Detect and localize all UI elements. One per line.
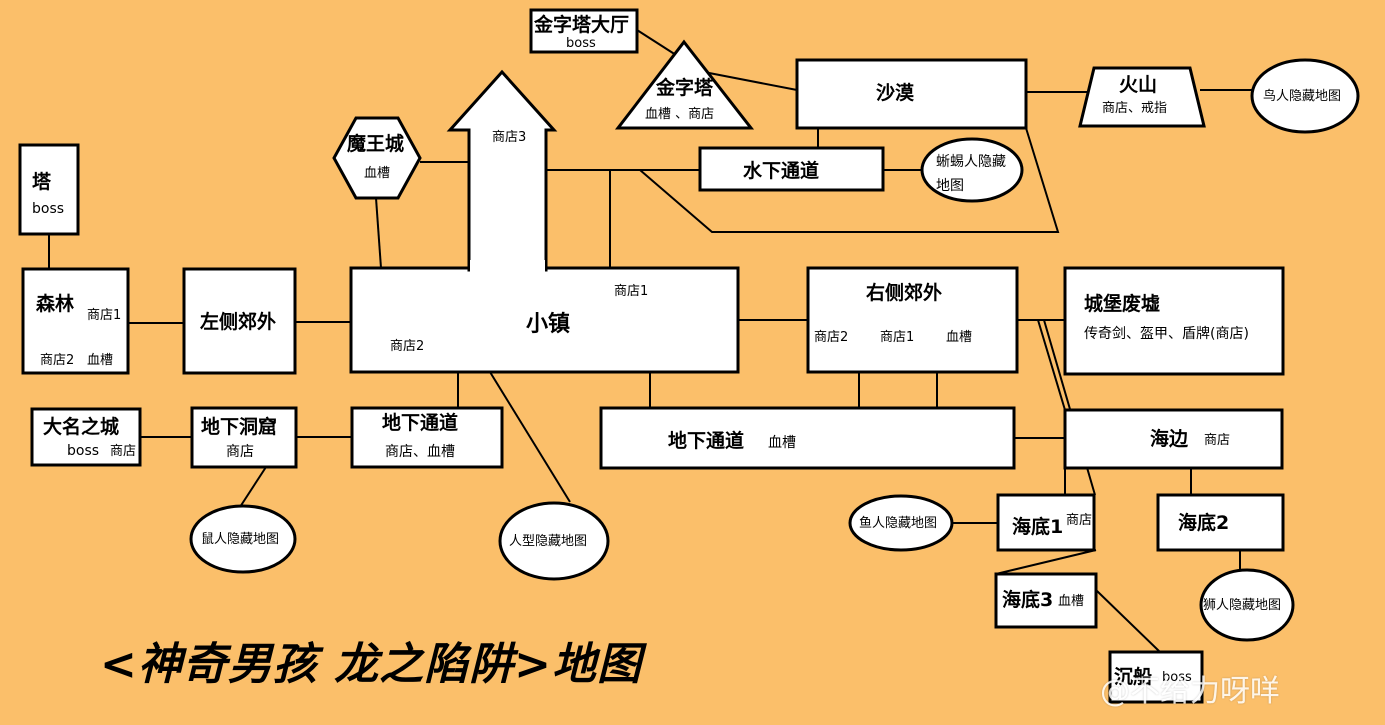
underground-small-sub: 商店、血槽 [385, 444, 455, 460]
pyramid-hall-label: 金字塔大厅 [533, 13, 629, 36]
town-shop1: 商店1 [614, 284, 648, 299]
seafloor1-label: 海底1 [1012, 515, 1063, 538]
forest-label: 森林 [36, 292, 74, 315]
node-castle-ruins: 城堡废墟 传奇剑、盔甲、盾牌(商店) [1063, 266, 1285, 376]
underground-small-label: 地下通道 [382, 411, 458, 434]
seaside-label: 海边 [1150, 427, 1189, 450]
node-human-map: 人型隐藏地图 [498, 501, 610, 581]
lizard-map-label-line1: 蜥蜴人隐藏 [936, 154, 1006, 170]
mouse-map-label: 鼠人隐藏地图 [201, 532, 279, 547]
right-outskirts-potion: 血槽 [946, 330, 972, 345]
castle-ruins-sub: 传奇剑、盔甲、盾牌(商店) [1084, 325, 1249, 342]
edge-town-human-map [489, 371, 571, 503]
edge-seafloor3-shipwreck [1095, 589, 1161, 653]
node-seafloor3: 海底3 血槽 [994, 572, 1098, 629]
castle-ruins-label: 城堡废墟 [1084, 292, 1160, 315]
daimyo-city-label: 大名之城 [43, 415, 119, 438]
human-map-label: 人型隐藏地图 [509, 534, 587, 549]
seafloor3-sub: 血槽 [1058, 594, 1084, 609]
desert-label: 沙漠 [876, 81, 915, 104]
birdman-map-label: 鸟人隐藏地图 [1263, 88, 1341, 104]
node-underwater-passage: 水下通道 [698, 146, 885, 192]
edge-pyramid-desert [703, 71, 798, 91]
forest-shop2: 商店2 [40, 353, 74, 368]
lion-map-label: 狮人隐藏地图 [1203, 598, 1281, 613]
pyramid-hall-sub: boss [566, 36, 596, 51]
left-outskirts-label: 左侧郊外 [200, 310, 276, 333]
node-tower: 塔 boss [18, 143, 80, 236]
node-volcano: 火山 商店、戒指 [1078, 66, 1206, 128]
node-seafloor1: 海底1 商店 [996, 493, 1096, 552]
town-label: 小镇 [526, 312, 570, 337]
edge-cave-mouse-map [239, 466, 267, 508]
node-desert: 沙漠 [795, 58, 1028, 130]
pyramid-sub: 血槽 、商店 [645, 107, 714, 122]
underground-big-label: 地下通道 [668, 429, 744, 452]
map-title: <神奇男孩 龙之陷阱>地图 [100, 639, 643, 690]
node-right-outskirts: 右侧郊外 商店2 商店1 血槽 [806, 266, 1019, 374]
node-lion-map: 狮人隐藏地图 [1199, 568, 1295, 642]
node-seafloor2: 海底2 [1156, 493, 1285, 552]
forest-potion: 血槽 [87, 353, 113, 368]
lizard-map-label-line2: 地图 [936, 178, 964, 194]
node-birdman-map: 鸟人隐藏地图 [1250, 58, 1360, 134]
pyramid-label: 金字塔 [655, 76, 714, 99]
tower-label: 塔 [32, 170, 52, 193]
connector-lines [48, 29, 1252, 653]
volcano-sub: 商店、戒指 [1102, 101, 1167, 116]
town-shop3: 商店3 [492, 130, 526, 145]
shipwreck-sub: boss [1162, 670, 1192, 685]
fish-map-label: 鱼人隐藏地图 [859, 515, 937, 531]
underground-big-sub: 血槽 [768, 435, 796, 451]
shipwreck-label: 沉船 [1114, 665, 1152, 688]
volcano-label: 火山 [1119, 74, 1157, 96]
edge-demon-castle-town [375, 197, 382, 269]
daimyo-city-shop: 商店 [110, 444, 136, 459]
tower-sub: boss [32, 201, 64, 217]
forest-shop1: 商店1 [87, 308, 121, 323]
underwater-passage-label: 水下通道 [743, 159, 819, 182]
node-forest: 森林 商店1 商店2 血槽 [21, 267, 130, 375]
edge-town-desert-loop [546, 127, 1060, 233]
seafloor2-label: 海底2 [1178, 511, 1229, 534]
edge-right-outskirts-seaside [1037, 319, 1066, 411]
demon-castle-label: 魔王城 [347, 132, 404, 155]
node-pyramid-hall: 金字塔大厅 boss [529, 8, 639, 54]
seafloor3-label: 海底3 [1002, 588, 1053, 611]
cave-sub: 商店 [226, 444, 254, 460]
node-shipwreck: 沉船 boss [1108, 650, 1204, 704]
node-left-outskirts: 左侧郊外 [182, 267, 297, 375]
node-town: 商店3 小镇 商店1 商店2 [349, 69, 740, 374]
node-mouse-map: 鼠人隐藏地图 [189, 504, 297, 574]
node-daimyo-city: 大名之城 boss 商店 [30, 407, 142, 467]
watermark: @不给力呀咩 [1100, 674, 1280, 709]
node-lizard-map: 蜥蜴人隐藏 地图 [920, 137, 1024, 203]
demon-castle-sub: 血槽 [364, 166, 390, 181]
town-shop2: 商店2 [390, 339, 424, 354]
right-outskirts-shop1: 商店1 [880, 330, 914, 345]
seaside-sub: 商店 [1204, 433, 1230, 448]
cave-label: 地下洞窟 [201, 415, 277, 438]
node-cave: 地下洞窟 商店 [190, 406, 298, 469]
node-underground-small: 地下通道 商店、血槽 [350, 406, 504, 469]
right-outskirts-label: 右侧郊外 [865, 281, 942, 304]
node-pyramid: 金字塔 血槽 、商店 [614, 39, 755, 130]
node-demon-castle: 魔王城 血槽 [332, 116, 422, 200]
node-seaside: 海边 商店 [1063, 408, 1284, 470]
daimyo-city-boss: boss [67, 443, 99, 459]
edge-pyramid-hall-pyramid [636, 29, 677, 56]
node-fish-map: 鱼人隐藏地图 [848, 494, 954, 552]
seafloor1-sub: 商店 [1066, 513, 1092, 528]
node-underground-big: 地下通道 血槽 [599, 406, 1016, 470]
right-outskirts-shop2: 商店2 [814, 330, 848, 345]
edge-seafloor1-seafloor3 [995, 549, 1097, 575]
